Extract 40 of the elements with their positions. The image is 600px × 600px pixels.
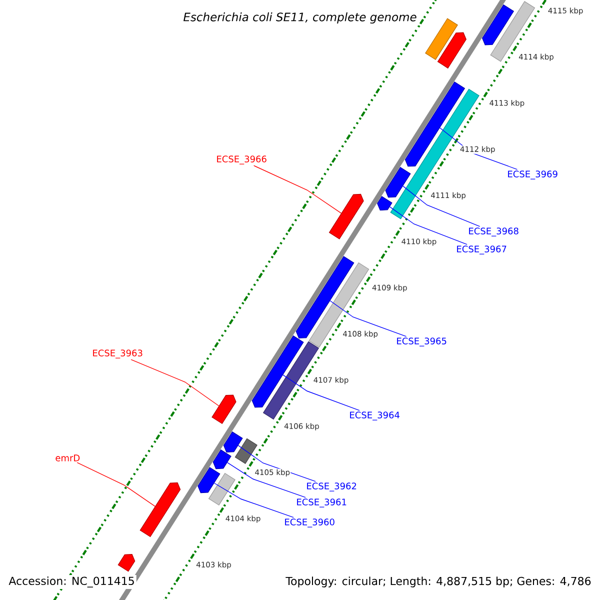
gene-label: ECSE_3961	[297, 498, 346, 508]
gene-label: emrD	[56, 454, 80, 462]
feature-bar	[490, 1, 536, 62]
gene-block	[223, 431, 243, 452]
gene-block	[212, 394, 236, 424]
gene-block	[212, 449, 232, 470]
feature-bar	[208, 472, 236, 506]
feature-bar	[234, 438, 258, 464]
leader-line	[76, 462, 156, 507]
gene-block	[437, 32, 466, 69]
title: Escherichia coli SE11, complete genome	[181, 10, 419, 26]
gene-label: ECSE_3960	[285, 518, 334, 528]
leader-line	[130, 359, 220, 406]
leader-line	[282, 374, 360, 411]
leader-line	[253, 165, 342, 214]
feature-bar	[425, 18, 458, 60]
leader-line	[214, 482, 294, 518]
gene-label: ECSE_3967	[457, 246, 506, 254]
leader-line	[389, 206, 468, 245]
leader-line	[238, 445, 316, 482]
gene-block	[385, 166, 411, 198]
gene-label: ECSE_3963	[93, 350, 142, 358]
gene-label: ECSE_3968	[469, 228, 518, 236]
leader-line	[402, 186, 480, 227]
gene-block	[140, 482, 181, 538]
gene-label: ECSE_3966	[217, 156, 266, 164]
gene-block	[377, 196, 392, 211]
leader-line	[227, 462, 306, 498]
gene-block	[198, 466, 220, 494]
gene-label: ECSE_3962	[307, 482, 356, 492]
accession-text: Accession: NC_011415	[7, 575, 136, 589]
genome-info-text: Topology: circular; Length: 4,887,515 bp; Genes: 4,786	[284, 575, 593, 589]
gene-label: ECSE_3969	[508, 170, 558, 180]
gene-label: ECSE_3964	[350, 412, 400, 420]
gene-label: ECSE_3965	[397, 338, 446, 346]
gene-block	[252, 335, 304, 408]
leader-line	[330, 300, 407, 337]
gene-block	[328, 194, 364, 240]
gene-block	[118, 554, 136, 572]
feature-bar	[390, 88, 480, 220]
